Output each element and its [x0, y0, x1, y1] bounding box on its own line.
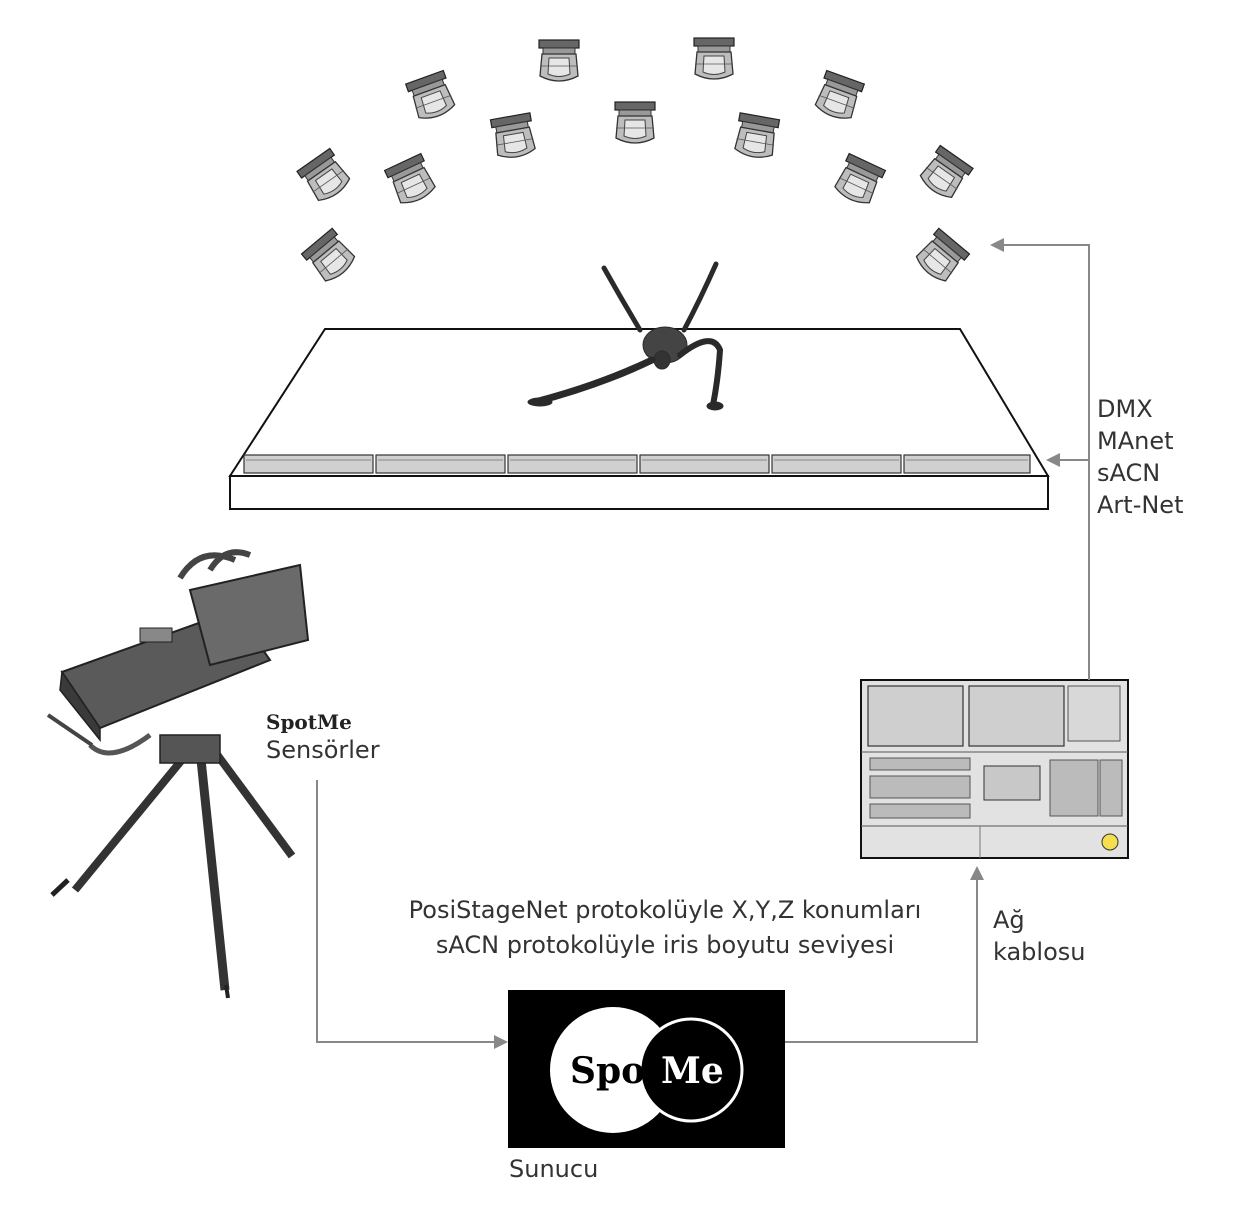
spotme-server-logo: Spot Me	[508, 990, 785, 1148]
moving-head-lights	[296, 37, 974, 287]
sensor-brand-label: SpotMe	[266, 710, 352, 734]
console-to-lights-arrow	[990, 238, 1090, 680]
logo-me-text: Me	[661, 1050, 724, 1092]
network-cable-label: Ağ kablosu	[993, 904, 1085, 968]
dancer-image	[527, 261, 724, 411]
moving-head-light-icon	[916, 144, 974, 203]
protocol-dmx: DMX	[1097, 395, 1153, 423]
protocol-artnet: Art-Net	[1097, 491, 1184, 519]
sensor-to-server-arrow	[316, 780, 508, 1049]
protocol-list: DMX MAnet sACN Art-Net	[1097, 393, 1183, 521]
moving-head-light-icon	[296, 147, 354, 206]
led-bars	[243, 454, 1031, 474]
psn-line-2: sACN protokolüyle iris boyutu seviyesi	[435, 931, 895, 959]
followspot-icon	[46, 549, 310, 999]
psn-line-1: PosiStageNet protokolüyle X,Y,Z konumlar…	[408, 896, 922, 924]
moving-head-light-icon	[693, 37, 735, 80]
moving-head-light-icon	[383, 152, 439, 209]
cable-line-1: Ağ	[993, 906, 1025, 934]
server-to-console-arrow	[785, 866, 984, 1043]
moving-head-light-icon	[538, 39, 580, 82]
logo-spot-text: Spot	[570, 1050, 662, 1092]
moving-head-light-icon	[831, 152, 887, 209]
stage	[228, 328, 1050, 510]
moving-head-light-icon	[911, 227, 971, 287]
moving-head-light-icon	[405, 69, 458, 124]
connection-arrows	[316, 238, 1090, 1049]
moving-head-light-icon	[489, 112, 538, 161]
moving-head-light-icon	[614, 101, 656, 144]
protocol-manet: MAnet	[1097, 427, 1174, 455]
protocol-sacn: sACN	[1097, 459, 1161, 487]
server-label: Sunucu	[509, 1155, 599, 1183]
moving-head-light-icon	[732, 112, 781, 161]
moving-head-light-icon	[300, 227, 360, 287]
lighting-console-icon	[860, 679, 1129, 859]
cable-line-2: kablosu	[993, 938, 1086, 966]
psn-description: PosiStageNet protokolüyle X,Y,Z konumlar…	[378, 893, 952, 963]
moving-head-light-icon	[812, 69, 865, 124]
sensors-label: Sensörler	[266, 736, 380, 764]
